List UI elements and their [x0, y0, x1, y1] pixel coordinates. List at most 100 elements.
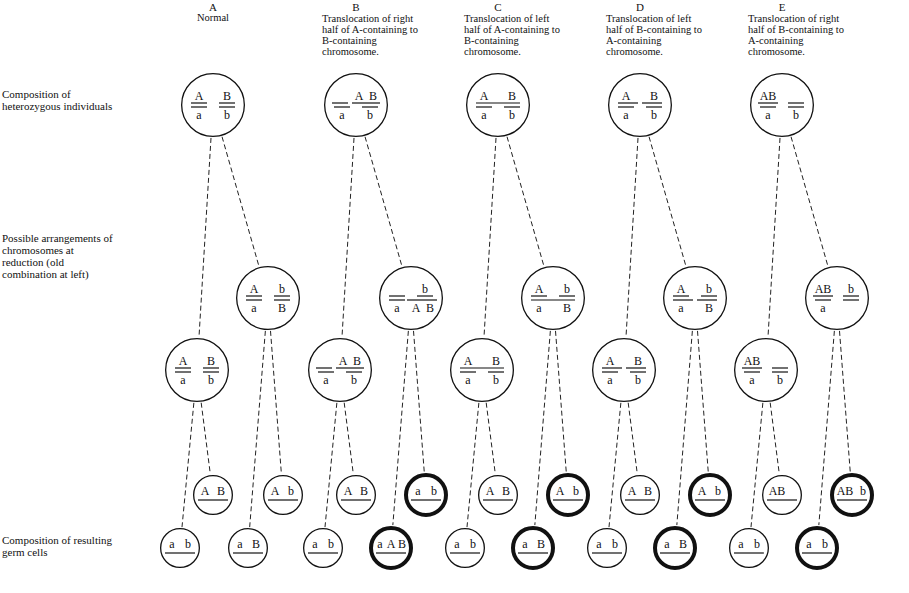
gene-letter: A — [195, 90, 204, 102]
dashed-connector — [199, 138, 211, 337]
circle-outline — [734, 338, 798, 402]
chromosome-line — [203, 367, 219, 368]
gene-letter: b — [848, 283, 854, 295]
chromosome-line — [203, 371, 219, 372]
chromosome-line — [802, 552, 832, 553]
arrangement-circle: AbaB — [663, 266, 727, 330]
chromosome-line — [407, 299, 437, 300]
gene-letter: a — [536, 302, 541, 314]
gene-letter: a — [454, 538, 459, 550]
cell-outline — [548, 475, 588, 515]
circle-outline — [587, 528, 627, 568]
gene-letter: a — [738, 538, 743, 550]
chromosome-line — [274, 295, 290, 296]
cell-outline — [690, 475, 730, 515]
chromosome-line — [198, 499, 228, 500]
dashed-connector — [182, 403, 194, 527]
dashed-connector — [770, 403, 779, 474]
dashed-connector — [626, 138, 638, 337]
arrangement-circle: AB b a — [805, 266, 869, 330]
gene-letter: AB — [815, 283, 832, 295]
chromosome-line — [673, 295, 689, 296]
circle-outline — [236, 266, 300, 330]
gene-letter: b — [185, 538, 191, 550]
gene-letter: A — [698, 485, 707, 497]
individual-circle: ABab — [324, 73, 388, 137]
row-label: Composition of resulting germ cells — [2, 534, 114, 558]
cell-outline — [229, 529, 268, 568]
cell-outline — [337, 476, 376, 515]
chromosome-line — [815, 299, 831, 300]
gene-letter: b — [754, 538, 760, 550]
gene-letter: a — [323, 374, 328, 386]
gene-letter: b — [564, 283, 570, 295]
chromosome-line — [625, 499, 655, 500]
germ-cell-circle: Ab — [263, 475, 303, 515]
gene-letter: B — [353, 355, 361, 367]
gene-letter: b — [288, 485, 294, 497]
individual-circle: ABab — [466, 73, 530, 137]
dashed-connector — [698, 331, 709, 472]
gene-letter: A — [677, 283, 686, 295]
gene-letter: b — [715, 485, 721, 497]
gene-letter: AB — [760, 90, 777, 102]
circle-outline — [308, 338, 372, 402]
gene-letter: b — [822, 538, 828, 550]
gene-letter: b — [793, 109, 799, 121]
gene-letter: B — [644, 485, 652, 497]
gene-letter: B — [563, 302, 571, 314]
gene-letter: a — [251, 302, 256, 314]
gene-letter: B — [398, 538, 406, 550]
chromosome-line — [767, 499, 797, 500]
dashed-connector — [344, 403, 353, 474]
chromosome-line — [219, 102, 235, 103]
chromosome-line — [332, 102, 348, 103]
chromosome-line — [450, 552, 480, 553]
gene-letter: A — [355, 90, 364, 102]
chromosome-line — [246, 295, 262, 296]
gene-letter: b — [573, 485, 579, 497]
row-label: Composition of heterozygous individuals — [2, 88, 114, 112]
cell-outline — [304, 529, 343, 568]
column-caption: Translocation of left half of B-containi… — [606, 13, 706, 57]
gene-letter: A — [179, 355, 188, 367]
gene-letter: b — [367, 109, 373, 121]
cell-outline — [451, 339, 514, 402]
chromosome-line — [268, 499, 298, 500]
circle-outline — [805, 266, 869, 330]
chromosome-line — [316, 367, 332, 368]
circle-outline — [688, 473, 732, 517]
column-caption: Translocation of right half of A-contain… — [322, 13, 422, 57]
column-letter: A — [203, 1, 223, 13]
circle-outline — [324, 73, 388, 137]
individual-circle: ABab — [608, 73, 672, 137]
chromosome-line — [389, 299, 405, 300]
cell-outline — [264, 476, 303, 515]
gene-letter: a — [237, 538, 242, 550]
chromosome-line — [488, 371, 504, 372]
chromosome-line — [660, 552, 690, 553]
dashed-connector — [201, 403, 210, 474]
gene-letter: a — [820, 302, 825, 314]
gene-letter: B — [223, 90, 231, 102]
gene-letter: a — [522, 538, 527, 550]
gene-letter: B — [634, 355, 642, 367]
heavy-germ-cell-circle: ABb — [830, 473, 874, 517]
chromosome-line — [602, 371, 618, 372]
gene-letter: A — [622, 90, 631, 102]
cell-outline — [609, 74, 672, 137]
gene-letter: B — [217, 485, 225, 497]
chromosome-line — [483, 499, 513, 500]
chromosome-line — [788, 102, 804, 103]
gene-letter: a — [377, 538, 382, 550]
circle-outline — [608, 73, 672, 137]
chromosome-line — [646, 106, 662, 107]
chromosome-line — [673, 299, 693, 300]
germ-cell-circle: ab — [160, 528, 200, 568]
chromosome-line — [531, 299, 575, 300]
cell-outline — [467, 74, 530, 137]
cell-outline — [593, 339, 656, 402]
gene-letter: a — [596, 538, 601, 550]
dashed-connector — [250, 331, 266, 527]
circle-outline — [193, 475, 233, 515]
